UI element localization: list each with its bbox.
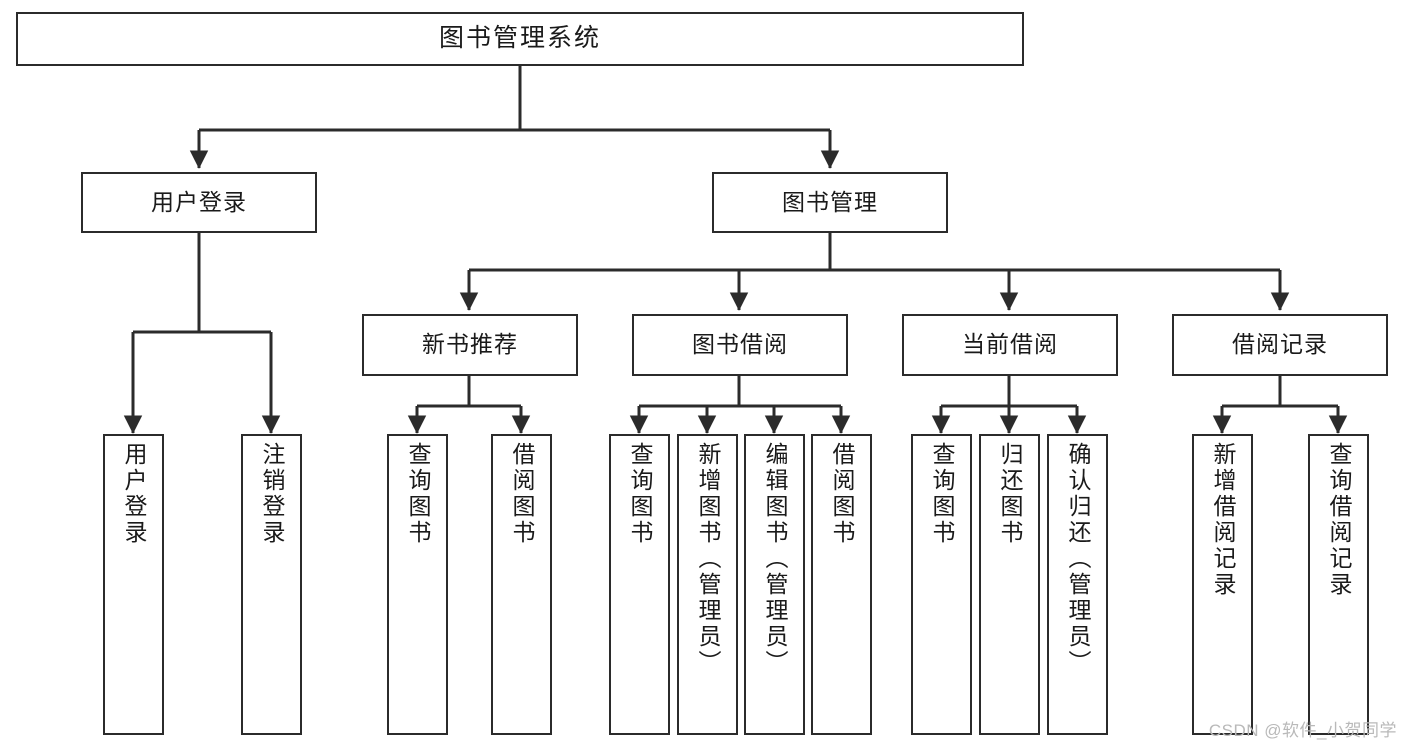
node-label: 图书管理 xyxy=(782,188,878,215)
node-book-borrow[interactable]: 图书借阅 xyxy=(632,314,848,376)
node-label: 新书推荐 xyxy=(422,331,518,358)
leaf-add-book-admin[interactable]: 新增图书（管理员） xyxy=(677,434,738,735)
node-label: 归还图书 xyxy=(997,442,1023,546)
node-user-login[interactable]: 用户登录 xyxy=(81,172,317,233)
node-label: 图书管理系统 xyxy=(438,24,601,53)
node-new-book-recommend[interactable]: 新书推荐 xyxy=(362,314,578,376)
leaf-query-book-current[interactable]: 查询图书 xyxy=(911,434,972,735)
node-label: 新增借阅记录 xyxy=(1210,442,1236,598)
node-label: 编辑图书（管理员） xyxy=(762,442,788,676)
node-label: 查询图书 xyxy=(929,442,955,546)
node-borrow-record[interactable]: 借阅记录 xyxy=(1172,314,1388,376)
leaf-user-login[interactable]: 用户登录 xyxy=(103,434,164,735)
node-label: 借阅图书 xyxy=(829,442,855,546)
leaf-borrow-book-recommend[interactable]: 借阅图书 xyxy=(491,434,552,735)
node-label: 确认归还（管理员） xyxy=(1065,442,1091,676)
node-current-borrow[interactable]: 当前借阅 xyxy=(902,314,1118,376)
leaf-edit-book-admin[interactable]: 编辑图书（管理员） xyxy=(744,434,805,735)
node-label: 用户登录 xyxy=(121,442,147,546)
watermark-text: CSDN @软件_小贺同学 xyxy=(1208,721,1397,740)
node-label: 图书借阅 xyxy=(692,331,788,358)
node-root-book-management-system[interactable]: 图书管理系统 xyxy=(16,12,1024,66)
leaf-add-borrow-record[interactable]: 新增借阅记录 xyxy=(1192,434,1253,735)
leaf-return-book[interactable]: 归还图书 xyxy=(979,434,1040,735)
leaf-query-book-borrow[interactable]: 查询图书 xyxy=(609,434,670,735)
node-label: 查询图书 xyxy=(405,442,431,546)
node-label: 查询图书 xyxy=(627,442,653,546)
node-label: 查询借阅记录 xyxy=(1326,442,1352,598)
leaf-confirm-return-admin[interactable]: 确认归还（管理员） xyxy=(1047,434,1108,735)
node-label: 用户登录 xyxy=(151,188,247,215)
leaf-query-borrow-record[interactable]: 查询借阅记录 xyxy=(1308,434,1369,735)
node-label: 新增图书（管理员） xyxy=(695,442,721,676)
leaf-logout-login[interactable]: 注销登录 xyxy=(241,434,302,735)
leaf-query-book-recommend[interactable]: 查询图书 xyxy=(387,434,448,735)
node-label: 当前借阅 xyxy=(962,331,1058,358)
node-label: 借阅图书 xyxy=(509,442,535,546)
leaf-borrow-book-borrow[interactable]: 借阅图书 xyxy=(811,434,872,735)
node-book-management[interactable]: 图书管理 xyxy=(712,172,948,233)
node-label: 注销登录 xyxy=(259,442,285,546)
node-label: 借阅记录 xyxy=(1232,331,1328,358)
